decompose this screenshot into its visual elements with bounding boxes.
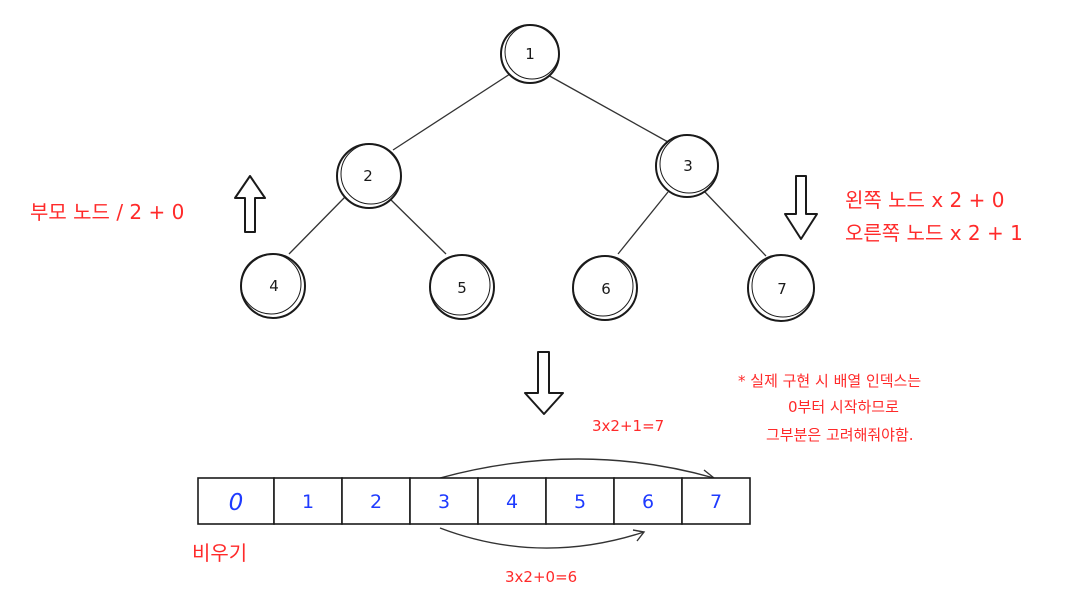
node-label-6: 6 [601,280,611,298]
node-label-7: 7 [777,280,787,298]
node-label-3: 3 [683,157,693,175]
note-line-2: 0부터 시작하므로 [788,398,899,416]
node-circle-sketch [340,143,402,205]
node-label-1: 1 [525,45,535,63]
node-label-2: 2 [363,167,373,185]
tree-node-4: 4 [240,253,306,319]
edge-1-2 [392,71,514,151]
array-cell-label: 6 [642,491,654,513]
node-circle-sketch [429,254,491,316]
formula-bottom-text: 3x2+0=6 [505,568,577,586]
note-line-3: 그부분은 고려해줘야함. [766,426,914,444]
formula-top-text: 3x2+1=7 [592,417,664,435]
array-cell-label: 5 [574,491,586,513]
tree-node-3: 3 [655,134,719,198]
node-circle-sketch [659,134,719,194]
array-cell-label: 3 [438,491,450,513]
up-arrow-icon [234,175,266,233]
node-circle-sketch [504,24,560,80]
node-circle-sketch [572,255,634,317]
array-cell [477,477,547,525]
tree-node-5: 5 [429,254,495,320]
array-cell [545,477,615,525]
index-arrow-3-to-7 [439,458,715,479]
index-arrow-3-to-6 [439,527,645,549]
array-cell-label: 4 [506,491,518,513]
array-cell [613,477,683,525]
edge-1-3 [545,73,669,143]
edge-2-4 [288,196,346,255]
array-cell [681,477,751,525]
index-arrow-head-6 [632,529,646,542]
tree-to-array-arrow-icon [524,351,564,415]
node-circle-sketch [751,254,815,318]
array-cell-empty [197,477,275,525]
array: 0 1 2 3 4 5 6 7 [197,477,751,525]
edge-3-6 [617,191,669,255]
right-child-rule-text: 오른쪽 노드 x 2 + 1 [845,221,1023,245]
edge-2-5 [387,196,447,255]
tree-node-7: 7 [747,254,815,322]
tree-node-1: 1 [500,24,560,84]
array-cell-label: 2 [370,491,382,513]
edge-3-7 [702,189,767,257]
array-cell [409,477,479,525]
array-cell [273,477,343,525]
parent-rule-text: 부모 노드 / 2 + 0 [30,200,184,224]
array-cell-empty-label: 0 [229,490,244,516]
tree-edges [288,71,767,257]
left-child-rule-text: 왼쪽 노드 x 2 + 0 [845,188,1004,212]
tree-node-2: 2 [336,143,402,209]
node-label-4: 4 [269,277,279,295]
array-cell-label: 7 [710,491,722,513]
node-label-5: 5 [457,279,467,297]
node-circle-sketch [240,253,302,315]
empty-slot-label: 비우기 [192,541,247,565]
tree-node-6: 6 [572,255,638,321]
down-arrow-icon [784,175,818,240]
note-line-1: * 실제 구현 시 배열 인덱스는 [738,372,921,390]
array-cell-label: 1 [302,491,314,513]
